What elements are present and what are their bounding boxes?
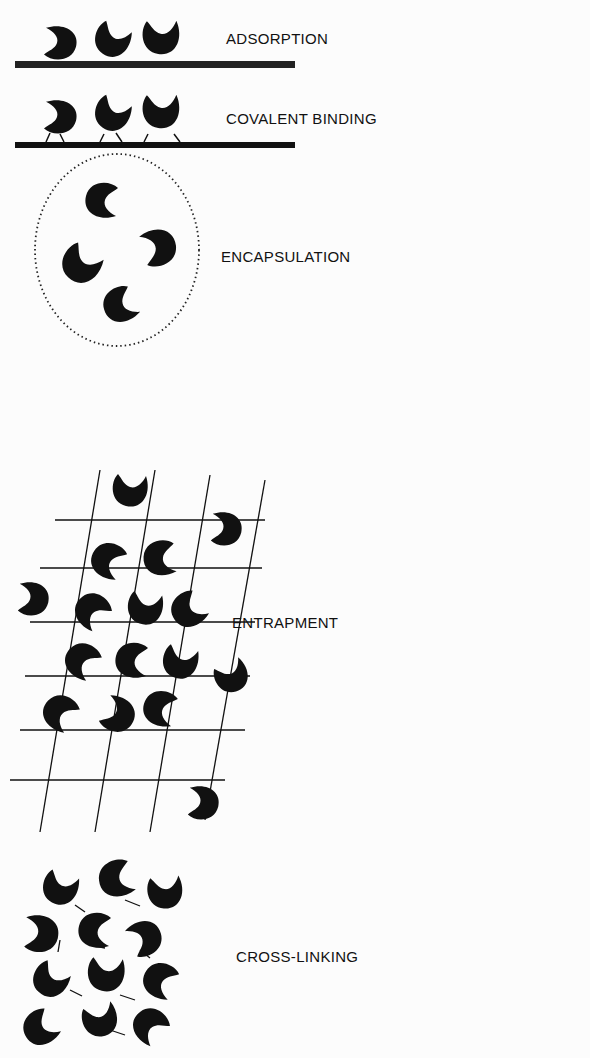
entrapment-figure [10, 470, 265, 832]
method-label: CROSS-LINKING [236, 948, 358, 965]
method-label: COVALENT BINDING [226, 110, 377, 127]
encapsulation-figure [35, 154, 199, 346]
method-label: ENCAPSULATION [221, 248, 350, 265]
method-label: ADSORPTION [226, 30, 328, 47]
method-label: ENTRAPMENT [232, 614, 338, 631]
cross-linking-figure [16, 856, 185, 1052]
